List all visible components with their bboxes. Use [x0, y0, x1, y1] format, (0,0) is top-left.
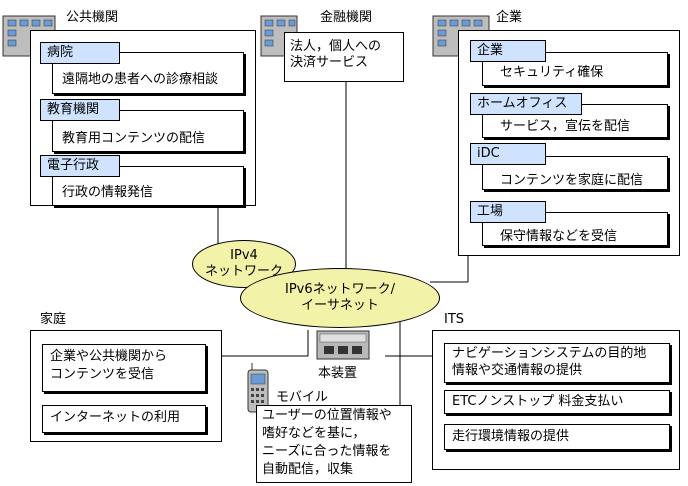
finance-title: 金融機関 [320, 10, 373, 25]
enterprise-item-3-desc: コンテンツを家庭に配信 [500, 173, 644, 188]
ipv4-line2: ネットワーク [204, 264, 283, 279]
mobile-line3: ニーズに合った情報を [262, 444, 392, 459]
ipv6-line1: IPv6ネットワーク/ [284, 282, 396, 297]
mobile-phone-icon [247, 363, 269, 413]
public-item-3-box [52, 166, 244, 206]
mobile-line4: 自動配信，収集 [262, 462, 354, 477]
home-item-1-line1: 企業や公共機関から [50, 349, 168, 364]
its-item-3-box [444, 424, 670, 450]
ipv6-network: IPv6ネットワーク/ イーサネット [240, 268, 440, 328]
public-item-1-tag: 病院 [40, 42, 120, 64]
ipv4-network: IPv4 ネットワーク [192, 240, 296, 288]
home-item-1-line2: コンテンツを受信 [50, 367, 155, 382]
mobile-box [256, 405, 412, 483]
its-item-2: ETCノンストップ 料金支払い [452, 394, 624, 409]
mobile-line2: 嗜好などを基に， [262, 426, 366, 441]
public-item-3-desc: 行政の情報発信 [62, 185, 154, 200]
enterprise-item-4-tag: 工場 [470, 201, 546, 223]
mobile-line1: ユーザーの位置情報や [262, 408, 392, 423]
enterprise-item-3-tag: iDC [470, 143, 546, 165]
its-item-1-box [444, 343, 670, 383]
public-item-2-tag: 教育機関 [40, 99, 120, 121]
enterprise-item-1-desc: セキュリティ確保 [500, 65, 604, 80]
enterprise-item-4-desc: 保守情報などを受信 [500, 229, 618, 244]
its-item-2-box [444, 390, 670, 414]
finance-desc-line1: 法人，個人への [290, 39, 382, 54]
finance-box [284, 32, 404, 82]
enterprise-item-2-desc: サービス，宣伝を配信 [500, 119, 631, 134]
device-label: 本装置 [318, 366, 358, 381]
device-icon [316, 330, 370, 360]
home-item-1-box [42, 344, 206, 392]
ipv6-line2: イーサネット [301, 298, 379, 313]
enterprise-item-2-tag: ホームオフィス [470, 93, 582, 115]
mobile-title: モバイル [276, 390, 329, 405]
its-title: ITS [444, 312, 465, 327]
public-item-2-desc: 教育用コンテンツの配信 [62, 131, 206, 146]
enterprise-title: 企業 [496, 10, 523, 25]
enterprise-item-1-tag: 企業 [470, 40, 546, 62]
home-item-2: インターネットの利用 [50, 410, 181, 425]
finance-desc-line2: 決済サービス [290, 55, 369, 70]
its-item-3: 走行環境情報の提供 [452, 429, 570, 444]
public-item-3-tag: 電子行政 [40, 155, 120, 177]
ipv4-line1: IPv4 [230, 248, 258, 263]
its-item-1-line1: ナビゲーションシステムの目的地 [452, 346, 647, 361]
public-title: 公共機関 [66, 10, 119, 25]
home-title: 家庭 [40, 312, 67, 327]
home-item-2-box [42, 405, 206, 433]
its-item-1-line2: 情報や交通情報の提供 [452, 363, 583, 378]
public-item-1-desc: 遠隔地の患者への診療相談 [62, 72, 219, 87]
